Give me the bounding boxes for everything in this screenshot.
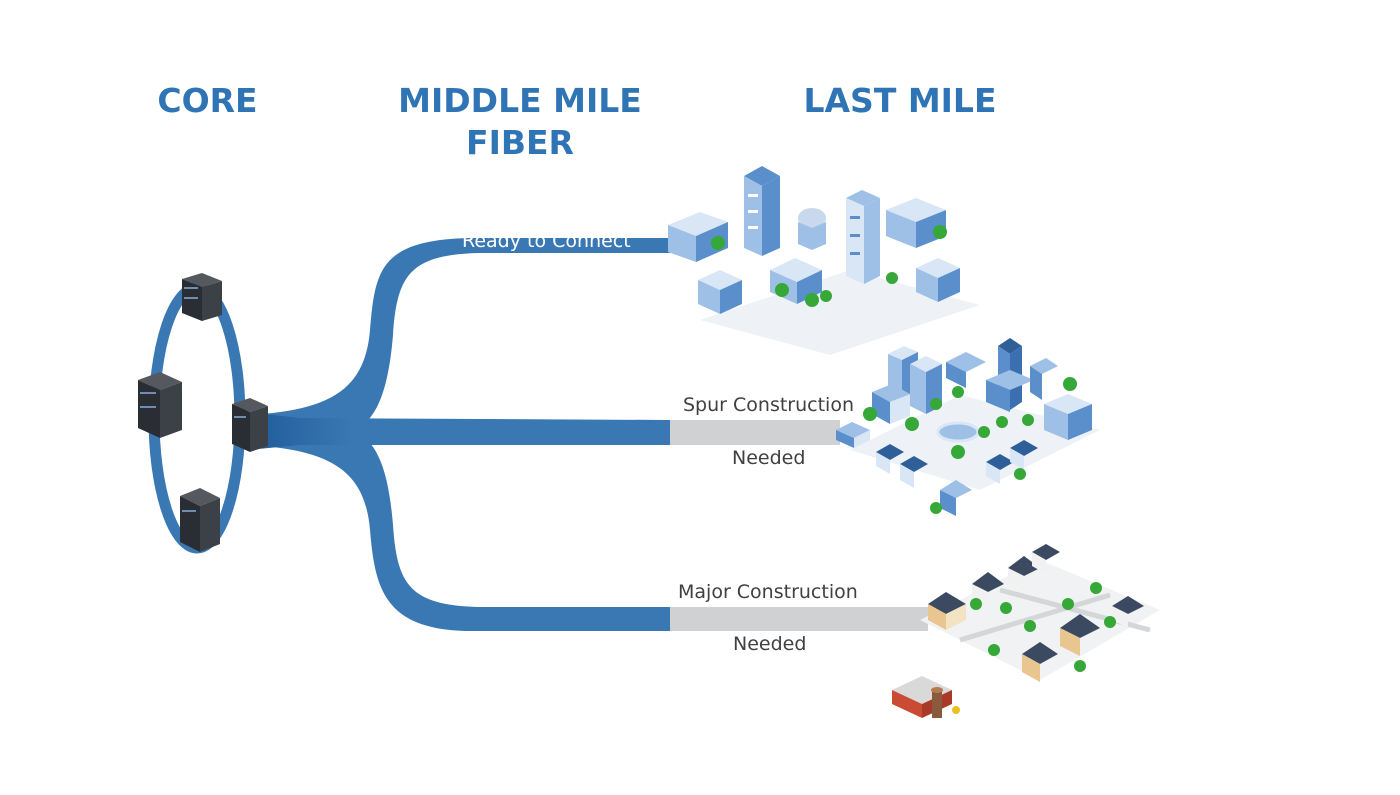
label-major-needed: Needed (733, 633, 806, 655)
major-construction-gap (670, 607, 928, 631)
label-spur-needed: Needed (732, 447, 805, 469)
suburban-town-icon (836, 338, 1100, 516)
server-rack-icon (182, 273, 222, 321)
fiber-main-trunk (248, 412, 670, 450)
server-rack-icon (232, 398, 268, 452)
fiber-routes (248, 238, 928, 631)
heading-core-text: CORE (157, 81, 258, 120)
fiber-bottom-route (250, 432, 670, 631)
fiber-top-route (250, 238, 670, 430)
rural-houses-icon (920, 544, 1160, 682)
server-rack-icon (138, 372, 182, 438)
farm-barn-icon (892, 676, 960, 718)
label-major-construction: Major Construction (678, 581, 858, 603)
core-servers (138, 273, 268, 552)
server-rack-icon (180, 488, 220, 552)
heading-middle-mile-line1: MIDDLE MILE (398, 81, 642, 120)
city-office-buildings-icon (668, 166, 980, 355)
heading-middle-mile-line2: FIBER (466, 123, 574, 162)
spur-construction-gap (670, 420, 840, 445)
heading-core: CORE (130, 80, 285, 122)
label-ready-to-connect: Ready to Connect (462, 230, 631, 252)
heading-last-mile-text: LAST MILE (803, 81, 997, 120)
heading-middle-mile: MIDDLE MILE FIBER (360, 80, 680, 164)
heading-last-mile: LAST MILE (770, 80, 1030, 122)
label-spur-construction: Spur Construction (683, 394, 854, 416)
